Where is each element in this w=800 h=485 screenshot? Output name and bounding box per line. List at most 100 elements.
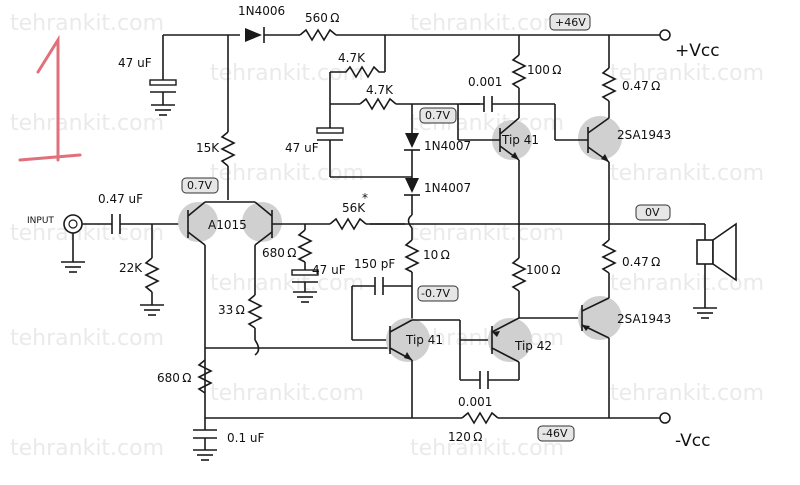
badge-neg-voltage: -46V bbox=[537, 425, 575, 442]
label-2sa-top: 2SA1943 bbox=[617, 128, 671, 142]
resistor-4k7-a bbox=[330, 65, 385, 79]
watermark-text: tehrankit.com bbox=[410, 11, 564, 36]
label-1n4007-a: 1N4007 bbox=[424, 139, 471, 153]
label-r680-bot: 680 Ω bbox=[157, 371, 191, 385]
watermark-text: tehrankit.com bbox=[210, 161, 364, 186]
resistor-100-top bbox=[511, 54, 527, 89]
label-neg-vcc: -Vcc bbox=[675, 431, 710, 451]
label-tip41-top: Tip 41 bbox=[501, 133, 539, 147]
ground-symbol bbox=[151, 104, 175, 116]
watermark-text: tehrankit.com bbox=[10, 111, 164, 136]
terminal-neg bbox=[659, 412, 671, 424]
watermark-text: tehrankit.com bbox=[410, 436, 564, 461]
label-tip42: Tip 42 bbox=[514, 339, 552, 353]
label-r4k7-a: 4.7K bbox=[338, 51, 366, 65]
svg-text:-0.7V: -0.7V bbox=[421, 287, 450, 300]
watermark-text: tehrankit.com bbox=[410, 326, 564, 351]
label-a1015: A1015 bbox=[208, 218, 247, 232]
label-c47-top: 47 uF bbox=[118, 56, 152, 70]
resistor-56k bbox=[329, 217, 367, 231]
label-tip41-bottom: Tip 41 bbox=[405, 333, 443, 347]
handwritten-mark bbox=[18, 34, 82, 162]
label-r560: 560 Ω bbox=[305, 11, 339, 25]
resistor-4k7-b bbox=[359, 97, 397, 111]
svg-text:-46V: -46V bbox=[542, 427, 568, 440]
resistor-560 bbox=[299, 28, 337, 42]
label-1n4006: 1N4006 bbox=[238, 4, 285, 18]
watermark-text: tehrankit.com bbox=[10, 11, 164, 36]
capacitor-47uf-top bbox=[149, 79, 177, 86]
badge-tip41-top-bias: 0.7V bbox=[419, 107, 457, 124]
label-pos-vcc: +Vcc bbox=[675, 41, 720, 61]
resistor-047-bottom bbox=[601, 239, 617, 274]
svg-text:0.7V: 0.7V bbox=[187, 179, 212, 192]
terminal-pos bbox=[659, 29, 671, 41]
svg-text:+46V: +46V bbox=[555, 16, 586, 29]
watermark-text: tehrankit.com bbox=[610, 381, 764, 406]
badge-pos-voltage: +46V bbox=[549, 13, 591, 31]
label-c047-in: 0.47 uF bbox=[98, 192, 143, 206]
badge-q1-bias: 0.7V bbox=[181, 177, 219, 194]
label-r4k7-b: 4.7K bbox=[366, 83, 394, 97]
label-input: INPUT bbox=[27, 216, 54, 226]
watermark-text: tehrankit.com bbox=[10, 221, 164, 246]
label-c47-mid: 47 uF bbox=[285, 141, 319, 155]
diode-1n4007-b bbox=[404, 178, 420, 196]
watermark-text: tehrankit.com bbox=[210, 61, 364, 86]
svg-text:0.7V: 0.7V bbox=[425, 109, 450, 122]
label-r15k: 15K bbox=[196, 141, 220, 155]
badge-tip41-bottom-bias: -0.7V bbox=[417, 285, 459, 302]
label-c01: 0.1 uF bbox=[227, 431, 265, 445]
label-1n4007-b: 1N4007 bbox=[424, 181, 471, 195]
label-c0001-top: 0.001 bbox=[468, 75, 502, 89]
resistor-100-bottom bbox=[511, 257, 527, 292]
watermark-text: tehrankit.com bbox=[10, 326, 164, 351]
svg-text:0V: 0V bbox=[645, 206, 660, 219]
ground-symbol bbox=[193, 449, 217, 461]
resistor-15k bbox=[220, 131, 236, 167]
watermark-text: tehrankit.com bbox=[210, 381, 364, 406]
label-r680-mid: 680 Ω bbox=[262, 246, 296, 260]
watermark-text: tehrankit.com bbox=[410, 221, 564, 246]
badge-out-voltage: 0V bbox=[635, 204, 671, 221]
label-r120: 120 Ω bbox=[448, 430, 482, 444]
label-r047-top: 0.47 Ω bbox=[622, 79, 660, 93]
label-r10: 10 Ω bbox=[423, 248, 450, 262]
capacitor-47uf-low bbox=[291, 269, 319, 276]
label-c150p: 150 pF bbox=[354, 257, 395, 271]
watermark-text: tehrankit.com bbox=[10, 436, 164, 461]
label-r047-bottom: 0.47 Ω bbox=[622, 255, 660, 269]
label-c47-low: 47 uF bbox=[312, 263, 346, 277]
watermark-text: tehrankit.com bbox=[210, 271, 364, 296]
watermark-layer: tehrankit.com tehrankit.com tehrankit.co… bbox=[10, 11, 764, 461]
resistor-680-bot bbox=[197, 359, 213, 394]
diode-1n4006 bbox=[245, 27, 300, 43]
label-c0001-bottom: 0.001 bbox=[458, 395, 492, 409]
resistor-22k bbox=[144, 257, 160, 293]
transistor-tip41-top bbox=[492, 120, 532, 160]
label-r100-top: 100 Ω bbox=[527, 63, 561, 77]
label-r22k: 22K bbox=[119, 261, 143, 275]
resistor-047-top bbox=[601, 67, 617, 102]
ground-symbol bbox=[293, 291, 317, 303]
resistor-10 bbox=[404, 239, 420, 273]
diode-1n4007-a bbox=[404, 133, 420, 151]
watermark-text: tehrankit.com bbox=[610, 161, 764, 186]
watermark-text: tehrankit.com bbox=[610, 61, 764, 86]
label-r100-bottom: 100 Ω bbox=[526, 263, 560, 277]
label-2sa-bottom: 2SA1943 bbox=[617, 312, 671, 326]
label-r56k-mark: * bbox=[362, 191, 368, 205]
transistor-2sa1943-top bbox=[578, 116, 622, 160]
resistor-120 bbox=[461, 411, 499, 425]
speaker-icon bbox=[690, 222, 737, 308]
resistor-680-mid bbox=[297, 229, 313, 263]
ground-symbol bbox=[61, 261, 85, 273]
watermark-text: tehrankit.com bbox=[610, 271, 764, 296]
capacitor-47uf-mid bbox=[316, 127, 344, 134]
label-r56k: 56K bbox=[342, 201, 366, 215]
label-r33: 33 Ω bbox=[218, 303, 245, 317]
ground-symbol bbox=[693, 307, 717, 319]
ground-symbol bbox=[140, 304, 164, 316]
resistor-33 bbox=[247, 294, 263, 329]
